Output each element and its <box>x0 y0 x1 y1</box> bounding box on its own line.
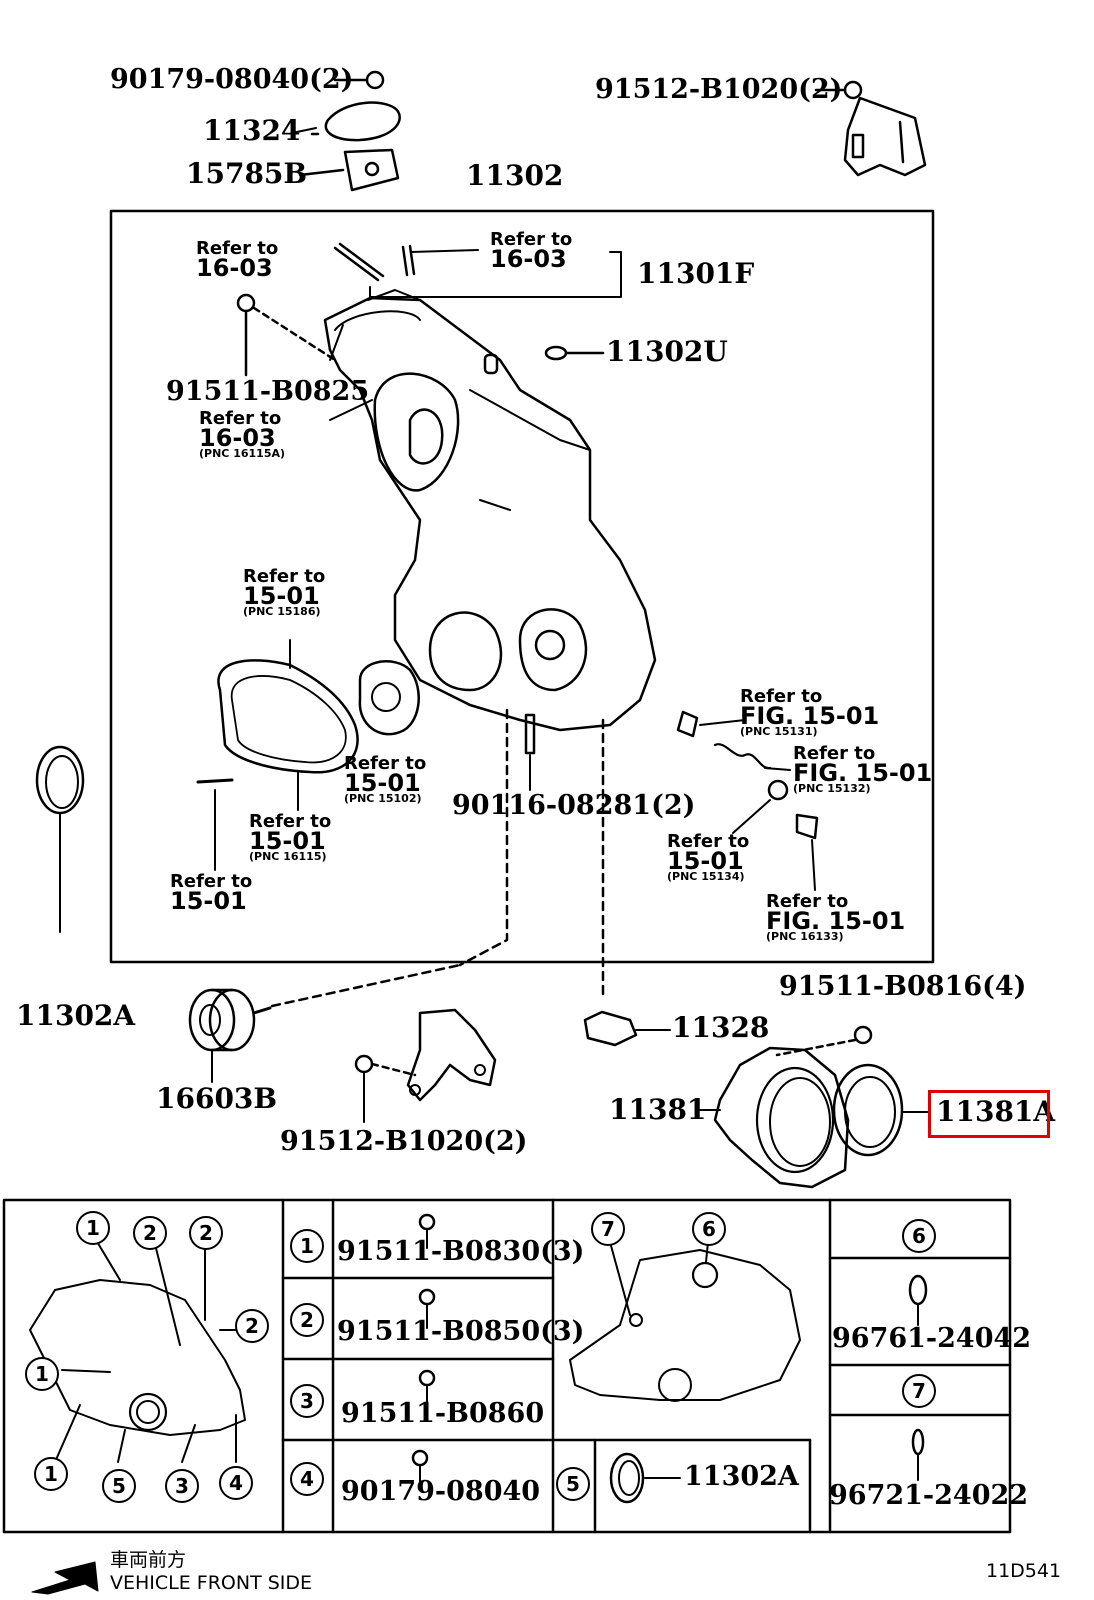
callout-4-a: 4 <box>219 1466 253 1500</box>
bolt-icon <box>365 70 385 90</box>
callout-2-a: 2 <box>133 1216 167 1250</box>
highlight-box-11381A <box>928 1090 1050 1138</box>
idler-pulley <box>188 988 236 1052</box>
label-11302A: 11302A <box>16 999 136 1032</box>
callout-3-a: 3 <box>165 1469 199 1503</box>
label-11328: 11328 <box>672 1011 770 1044</box>
callout-1-a: 1 <box>76 1211 110 1245</box>
label-91511-B0816: 91511-B0816(4) <box>779 971 1027 1002</box>
row-num-6: 6 <box>902 1219 936 1253</box>
row-num-7: 7 <box>902 1374 936 1408</box>
row-2-part: 91511-B0850(3) <box>337 1316 585 1347</box>
row-num-3: 3 <box>290 1384 324 1418</box>
label-11381A: 11381A <box>936 1095 1056 1128</box>
label-90116: 90116-08281(2) <box>452 790 696 821</box>
label-90179-top: 90179-08040(2) <box>110 64 354 95</box>
gasket-plate <box>343 148 400 192</box>
footer-en: VEHICLE FRONT SIDE <box>110 1572 313 1594</box>
label-91511-B0825: 91511-B0825 <box>166 376 370 407</box>
plug-2 <box>795 813 819 840</box>
bracket-top <box>843 96 927 177</box>
label-91512-bottom: 91512-B1020(2) <box>280 1126 528 1157</box>
row-num-2: 2 <box>290 1303 324 1337</box>
label-11381: 11381 <box>609 1093 707 1126</box>
cover-plate <box>324 101 401 142</box>
callout-5-a: 5 <box>102 1469 136 1503</box>
main-frame <box>109 209 935 964</box>
bolt-icon-2 <box>843 80 863 100</box>
front-arrow-icon <box>31 1561 99 1595</box>
pump-cover-gasket <box>217 659 359 774</box>
callout-1-b: 1 <box>25 1357 59 1391</box>
legend-housing-mid <box>569 1249 801 1401</box>
row-num-5: 5 <box>556 1467 590 1501</box>
callout-2-b: 2 <box>189 1216 223 1250</box>
callout-2-c: 2 <box>235 1309 269 1343</box>
row-num-4: 4 <box>290 1462 324 1496</box>
label-91512-top: 91512-B1020(2) <box>595 74 843 105</box>
row-3-part: 91511-B0860 <box>341 1398 545 1429</box>
label-11324: 11324 <box>203 114 301 147</box>
callout-1-c: 1 <box>34 1457 68 1491</box>
label-16603B: 16603B <box>156 1082 278 1115</box>
diagram-id: 11D541 <box>986 1560 1062 1582</box>
row-num-1: 1 <box>290 1229 324 1263</box>
row-7-part: 96721-24022 <box>829 1480 1029 1511</box>
callout-6-a: 6 <box>692 1212 726 1246</box>
pump-rotor <box>358 660 420 736</box>
gasket-11328 <box>583 1010 638 1047</box>
row-6-part: 96761-24042 <box>832 1323 1032 1354</box>
timing-cover-housing <box>323 296 657 732</box>
plug-icon <box>544 345 568 361</box>
label-15785B: 15785B <box>186 157 308 190</box>
row-4-part: 90179-08040 <box>341 1476 541 1507</box>
oil-seal-11381A <box>832 1063 904 1157</box>
label-11302U: 11302U <box>606 335 728 368</box>
seal-retainer <box>713 1046 850 1189</box>
footer-jp: 車両前方 <box>110 1549 187 1571</box>
callout-7-a: 7 <box>591 1212 625 1246</box>
label-11302: 11302 <box>466 159 564 192</box>
label-11301F: 11301F <box>637 257 755 290</box>
plug-bolt <box>676 710 699 738</box>
bracket-lower <box>406 1008 497 1102</box>
row-1-part: 91511-B0830(3) <box>337 1236 585 1267</box>
row-5-part: 11302A <box>684 1461 799 1492</box>
legend-housing-left <box>29 1279 246 1436</box>
